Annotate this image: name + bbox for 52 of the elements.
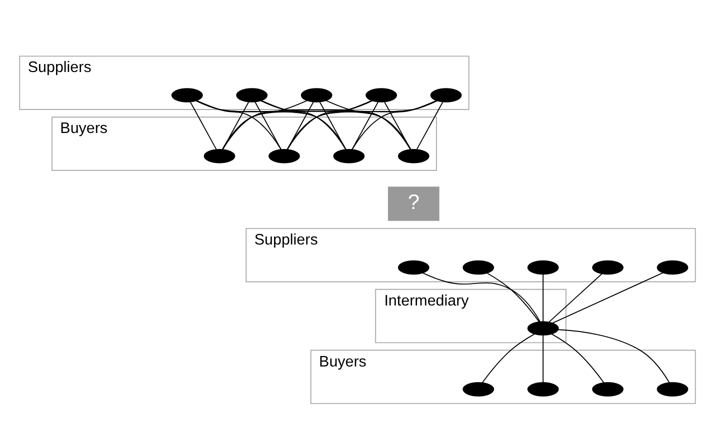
connector	[286, 100, 438, 150]
connector	[542, 273, 544, 322]
connector	[326, 100, 411, 150]
connector	[548, 272, 602, 322]
node-ellipse	[527, 382, 559, 396]
node-ellipse	[300, 88, 332, 102]
cluster: Intermediary	[375, 288, 566, 343]
connector	[486, 272, 540, 322]
cluster: Suppliers	[19, 55, 470, 110]
connector	[260, 100, 346, 150]
node-ellipse	[268, 148, 300, 163]
connector	[416, 101, 444, 150]
connector	[286, 101, 314, 150]
node-ellipse	[430, 88, 462, 102]
connector	[222, 101, 250, 150]
connector	[196, 100, 282, 150]
node-ellipse	[171, 88, 203, 102]
node-ellipse	[366, 88, 397, 102]
connector	[190, 101, 217, 150]
connector	[552, 272, 664, 324]
connector	[558, 328, 670, 383]
label: ?	[408, 190, 420, 214]
node-ellipse	[462, 260, 494, 274]
connector	[222, 100, 373, 150]
node-ellipse	[527, 260, 559, 274]
connector	[551, 333, 604, 383]
connector	[195, 100, 347, 150]
connector	[286, 100, 372, 150]
node-ellipse	[592, 260, 624, 274]
node-ellipse	[656, 382, 688, 396]
connector	[260, 100, 412, 150]
cluster: Buyers	[52, 116, 437, 170]
connector	[222, 100, 308, 150]
node-ellipse	[236, 88, 268, 102]
node-ellipse	[462, 382, 494, 396]
connector	[222, 100, 438, 150]
node-ellipse	[333, 148, 365, 163]
node-ellipse	[592, 382, 624, 396]
node-ellipse	[527, 320, 559, 336]
node-ellipse	[398, 260, 430, 274]
connector	[542, 334, 544, 382]
connector	[254, 101, 282, 150]
connector	[482, 333, 535, 383]
connector	[352, 101, 379, 150]
connector	[195, 100, 412, 150]
connector	[422, 272, 540, 322]
connector	[352, 100, 438, 150]
cluster: Suppliers	[246, 227, 696, 282]
node-ellipse	[656, 260, 688, 274]
node-ellipse	[204, 148, 236, 163]
node-ellipse	[398, 148, 430, 163]
cluster: Buyers	[310, 349, 696, 404]
